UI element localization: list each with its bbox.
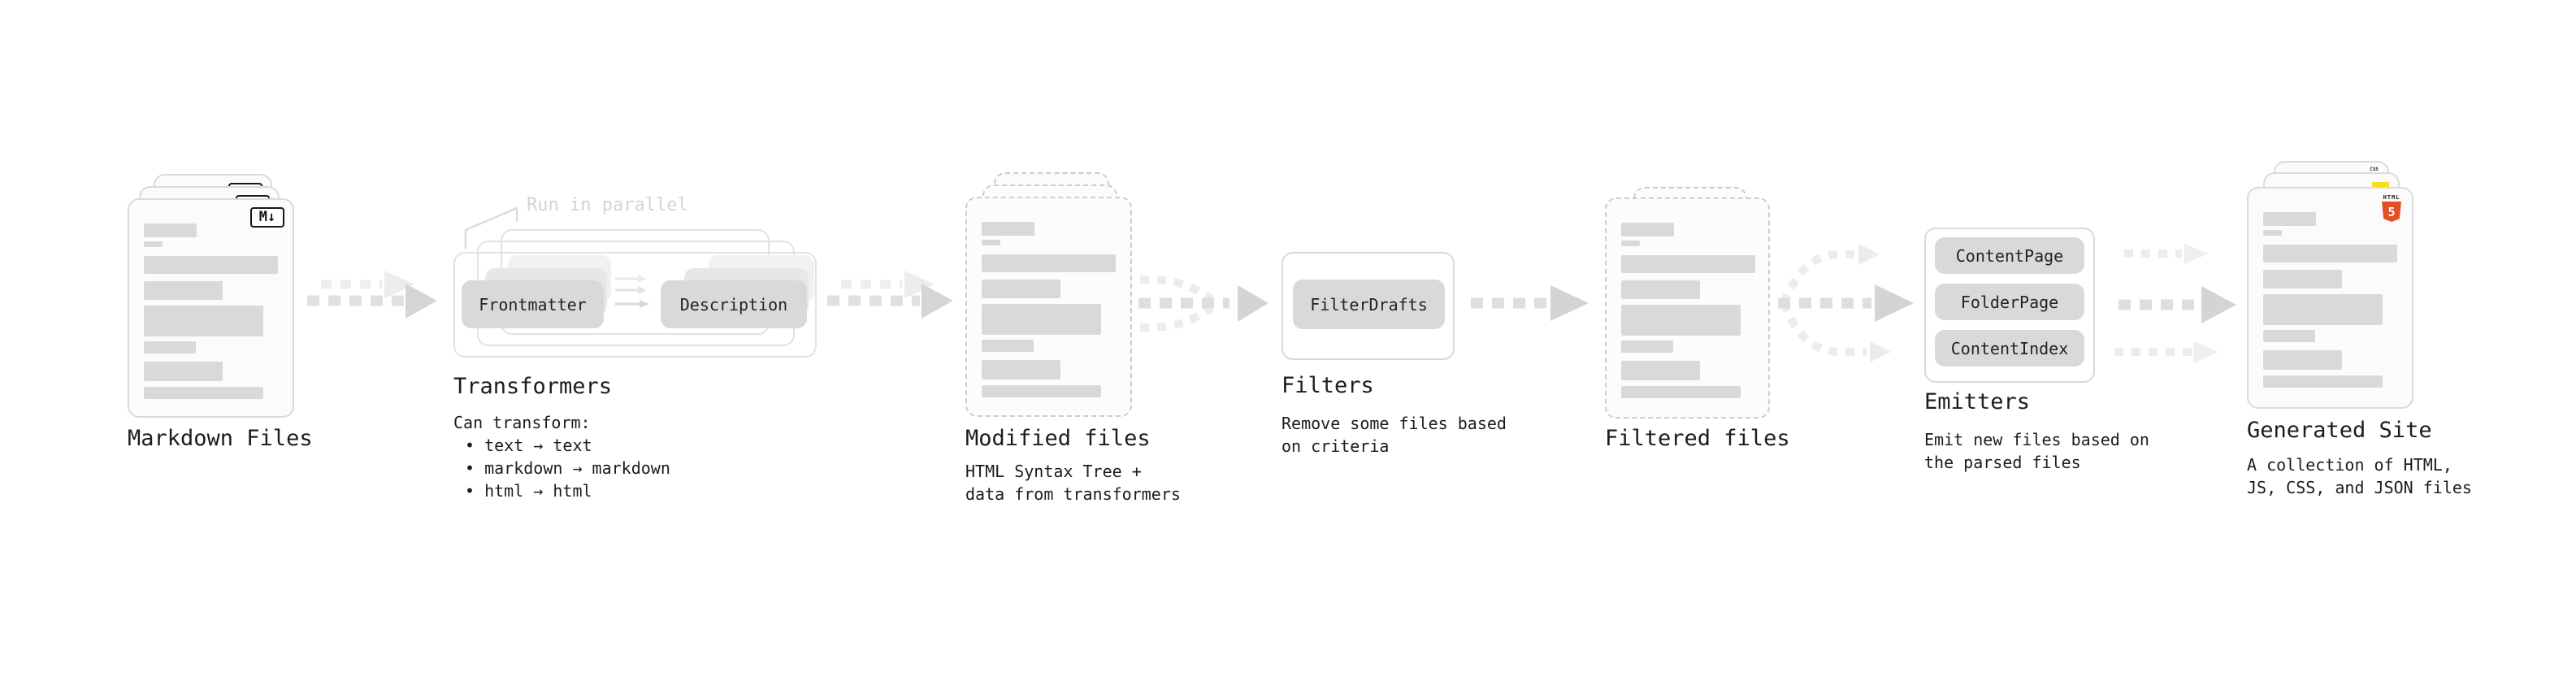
arrow-modified-to-filters (1138, 275, 1268, 332)
markdown-icon: M↓ (250, 207, 284, 228)
file-content-placeholder (1621, 223, 1755, 398)
arrow-emitter-top-to-site (2124, 244, 2209, 264)
transformer-pill-frontmatter: Frontmatter (462, 280, 604, 328)
file-content-placeholder (982, 222, 1116, 397)
file-content-placeholder (144, 223, 278, 399)
modified-files-label: Modified files (965, 426, 1151, 451)
arrow-emitter-middle-to-site (2118, 286, 2236, 323)
arrow-emitter-bottom-to-site (2114, 341, 2218, 363)
emitters-label: Emitters (1924, 389, 2031, 414)
parallel-flow-arrows (615, 275, 649, 308)
transformers-description: Can transform: • text → text • markdown … (453, 413, 670, 501)
filtered-file-card-front (1605, 197, 1770, 419)
generated-site-label: Generated Site (2247, 418, 2432, 443)
filters-description: Remove some files based on criteria (1281, 414, 1507, 456)
emitter-pill-folderpage: FolderPage (1935, 284, 2084, 320)
transformers-label: Transformers (453, 374, 613, 399)
markdown-file-card-front: M↓ (128, 198, 294, 418)
emitter-pill-contentpage: ContentPage (1935, 237, 2084, 274)
modified-file-card-front (965, 197, 1132, 417)
arrow-filtered-to-emitters (1778, 244, 1914, 362)
run-in-parallel-callout-line (464, 206, 518, 249)
filtered-files-label: Filtered files (1605, 426, 1790, 451)
filters-label: Filters (1281, 373, 1374, 398)
arrow-filters-to-filtered (1471, 285, 1589, 321)
emitter-pill-contentindex: ContentIndex (1935, 330, 2084, 367)
site-file-card-html: HTML 5 (2247, 187, 2413, 409)
modified-files-description: HTML Syntax Tree + data from transformer… (965, 462, 1181, 504)
generated-site-description: A collection of HTML, JS, CSS, and JSON … (2247, 455, 2472, 497)
filter-pill-filterdrafts: FilterDrafts (1293, 280, 1445, 329)
arrow-transformers-to-modified (827, 271, 953, 319)
html5-icon: HTML 5 (2382, 194, 2401, 222)
transformer-box-front (453, 252, 817, 358)
js-icon (2372, 182, 2389, 191)
file-content-placeholder (2263, 212, 2397, 388)
run-in-parallel-note: Run in parallel (527, 195, 688, 215)
emitters-description: Emit new files based on the parsed files (1924, 430, 2149, 472)
markdown-files-label: Markdown Files (128, 426, 313, 451)
arrow-markdown-to-transformers (307, 271, 437, 319)
transformer-pill-description: Description (661, 280, 807, 328)
